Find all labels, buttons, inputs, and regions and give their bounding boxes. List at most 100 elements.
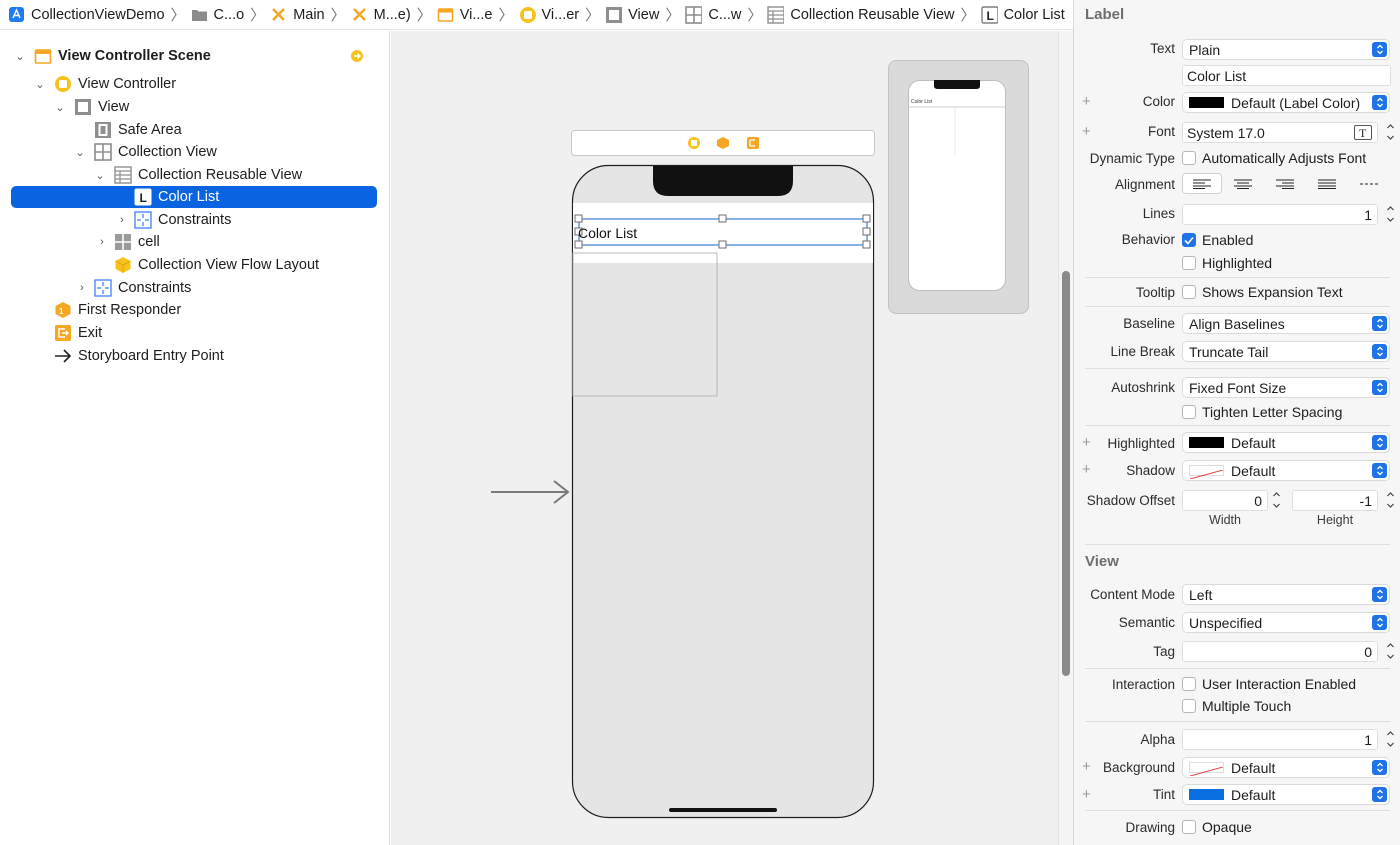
align-left-icon[interactable] — [1182, 173, 1222, 194]
highlighted-checkbox[interactable]: Highlighted — [1182, 255, 1272, 271]
disclosure-open-icon[interactable]: ⌄ — [75, 146, 85, 159]
outline-item-flow-layout[interactable]: Collection View Flow Layout — [11, 254, 377, 276]
breadcrumb-item-reusable-view[interactable]: Collection Reusable View〉 — [767, 4, 980, 25]
device-preview-panel[interactable]: Color List — [888, 60, 1029, 314]
adjusts-font-checkbox[interactable]: Automatically Adjusts Font — [1182, 150, 1366, 166]
scrollbar-thumb[interactable] — [1062, 271, 1070, 676]
lines-label: Lines — [1142, 206, 1175, 221]
disclosure-open-icon[interactable]: ⌄ — [15, 50, 25, 63]
add-variation-icon[interactable]: + — [1082, 758, 1091, 775]
baseline-popup[interactable]: Align Baselines — [1182, 313, 1390, 334]
highlighted-color-popup[interactable]: Default — [1182, 432, 1390, 453]
canvas-vertical-scrollbar[interactable] — [1058, 31, 1073, 845]
breadcrumb-item-main[interactable]: Main〉 — [270, 4, 350, 25]
font-picker-icon[interactable]: T — [1354, 125, 1372, 143]
lines-field[interactable]: 1 — [1182, 204, 1378, 225]
enabled-checkbox[interactable]: Enabled — [1182, 232, 1253, 248]
outline-item-safe-area[interactable]: Safe Area — [11, 119, 377, 141]
background-color-popup[interactable]: Default — [1182, 757, 1390, 778]
outline-item-storyboard-entry-point[interactable]: Storyboard Entry Point — [11, 345, 377, 367]
alpha-stepper[interactable] — [1384, 728, 1396, 750]
outline-item-label-constraints[interactable]: › Constraints — [11, 209, 377, 231]
disclosure-open-icon[interactable]: ⌄ — [35, 78, 45, 91]
outline-item-view-controller-scene[interactable]: ⌄ View Controller Scene — [11, 45, 377, 67]
text-type-popup[interactable]: Plain — [1182, 39, 1390, 60]
breadcrumb-item-view[interactable]: View〉 — [605, 4, 685, 25]
shadow-width-field[interactable]: 0 — [1182, 490, 1268, 511]
storyboard-entry-arrow[interactable] — [491, 480, 570, 504]
collection-view-icon — [114, 233, 132, 251]
breadcrumb-item-view-controller[interactable]: Vi...er〉 — [519, 4, 606, 25]
shadow-height-stepper[interactable] — [1384, 489, 1396, 511]
align-natural-icon[interactable] — [1348, 173, 1390, 194]
outline-item-first-responder[interactable]: 1 First Responder — [11, 299, 377, 321]
storyboard-canvas[interactable]: Color List Color List — [391, 31, 1058, 845]
tighten-spacing-checkbox[interactable]: Tighten Letter Spacing — [1182, 404, 1342, 420]
add-variation-icon[interactable]: + — [1082, 786, 1091, 803]
add-variation-icon[interactable]: + — [1082, 93, 1091, 110]
outline-item-view-controller[interactable]: ⌄ View Controller — [35, 76, 177, 92]
breadcrumb-item-scene[interactable]: Vi...e〉 — [437, 4, 519, 25]
breadcrumb-item-main-base[interactable]: M...e)〉 — [351, 4, 437, 25]
breadcrumb-item-project[interactable]: CollectionViewDemo〉 — [8, 4, 191, 25]
content-mode-popup[interactable]: Left — [1182, 584, 1390, 605]
outline-item-color-list[interactable]: L Color List — [11, 186, 377, 208]
scene-action-icon[interactable] — [348, 47, 366, 65]
breadcrumb-item-color-list[interactable]: L Color List — [980, 5, 1065, 24]
shadow-width-stepper[interactable] — [1270, 489, 1282, 511]
disclosure-closed-icon[interactable]: › — [80, 282, 84, 294]
disclosure-open-icon[interactable]: ⌄ — [95, 169, 105, 182]
expansion-tooltip-checkbox[interactable]: Shows Expansion Text — [1182, 284, 1343, 300]
view-section-title: View — [1085, 553, 1119, 570]
alpha-field[interactable]: 1 — [1182, 729, 1378, 750]
disclosure-open-icon[interactable]: ⌄ — [55, 101, 65, 114]
selected-label-frame[interactable]: Color List — [574, 214, 871, 249]
alignment-segmented-control[interactable] — [1182, 173, 1390, 194]
text-value-field[interactable]: Color List — [1182, 65, 1391, 86]
svg-text:T: T — [1359, 126, 1367, 140]
outline-item-collection-reusable-view[interactable]: ⌄ Collection Reusable View — [95, 166, 303, 184]
lines-stepper[interactable] — [1384, 203, 1396, 225]
color-label: Color — [1142, 94, 1175, 109]
breadcrumb-item-folder[interactable]: C...o〉 — [191, 4, 271, 25]
disclosure-closed-icon[interactable]: › — [120, 214, 124, 226]
tag-stepper[interactable] — [1384, 640, 1396, 662]
tag-field[interactable]: 0 — [1182, 641, 1378, 662]
outline-item-exit[interactable]: Exit — [11, 322, 377, 344]
multiple-touch-checkbox[interactable]: Multiple Touch — [1182, 698, 1291, 714]
line-break-popup[interactable]: Truncate Tail — [1182, 341, 1390, 362]
outline-item-view-constraints[interactable]: › Constraints — [11, 277, 377, 299]
tint-color-popup[interactable]: Default — [1182, 784, 1390, 805]
add-variation-icon[interactable]: + — [1082, 434, 1091, 451]
autoshrink-popup[interactable]: Fixed Font Size — [1182, 377, 1390, 398]
user-interaction-checkbox[interactable]: User Interaction Enabled — [1182, 676, 1356, 692]
breadcrumb-item-collection-view[interactable]: C...w〉 — [685, 4, 767, 25]
shadow-color-popup[interactable]: Default — [1182, 460, 1390, 481]
align-center-icon[interactable] — [1222, 173, 1264, 194]
disclosure-closed-icon[interactable]: › — [100, 236, 104, 248]
add-variation-icon[interactable]: + — [1082, 461, 1091, 478]
align-justified-icon[interactable] — [1306, 173, 1348, 194]
scene-dock[interactable] — [571, 130, 875, 156]
exit-icon — [54, 324, 72, 342]
safe-area-icon — [94, 121, 112, 139]
tint-label: Tint — [1152, 787, 1175, 802]
storyboard-icon — [351, 6, 368, 23]
popup-chevron-icon — [1372, 435, 1387, 450]
reusable-view-icon — [767, 5, 785, 24]
highlighted-color-label: Highlighted — [1107, 436, 1175, 451]
align-right-icon[interactable] — [1264, 173, 1306, 194]
iphone-device-frame[interactable] — [571, 164, 875, 819]
outline-item-view[interactable]: ⌄ View — [55, 99, 130, 115]
outline-item-cell[interactable]: › cell — [11, 231, 377, 253]
color-swatch — [1189, 97, 1224, 108]
font-size-stepper[interactable] — [1384, 121, 1396, 143]
semantic-popup[interactable]: Unspecified — [1182, 612, 1390, 633]
shadow-height-field[interactable]: -1 — [1292, 490, 1378, 511]
outline-item-collection-view[interactable]: ⌄ Collection View — [75, 143, 217, 161]
color-popup[interactable]: Default (Label Color) — [1182, 92, 1390, 113]
opaque-checkbox[interactable]: Opaque — [1182, 819, 1252, 835]
add-variation-icon[interactable]: + — [1082, 123, 1091, 140]
no-color-swatch — [1189, 465, 1224, 480]
